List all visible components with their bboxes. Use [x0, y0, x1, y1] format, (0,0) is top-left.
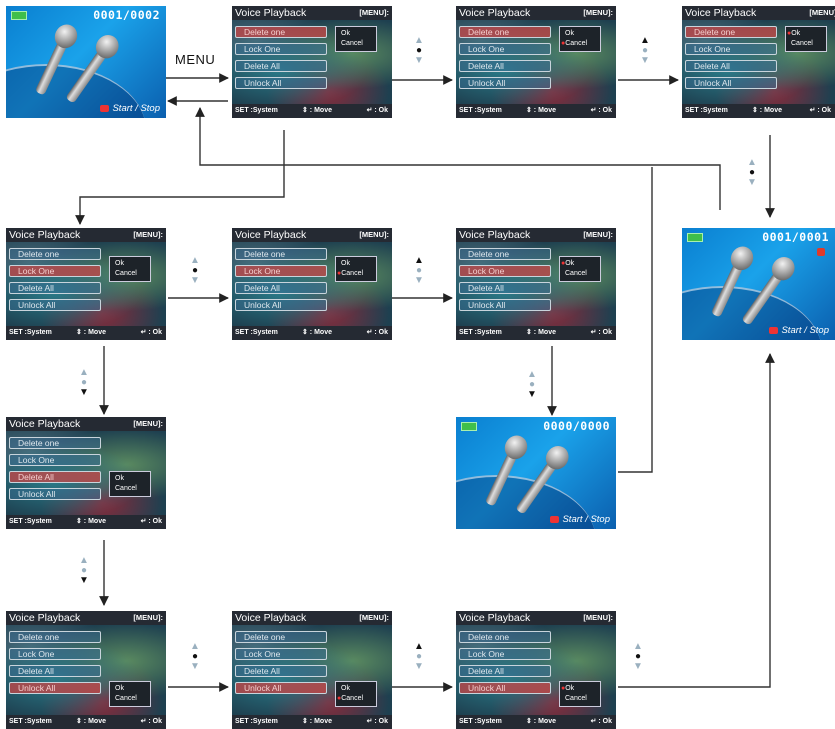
track-counter: 0000/0000 [543, 419, 610, 433]
popup-cancel[interactable]: Cancel [341, 40, 363, 47]
nav-key-indicator: ▲●▼ [190, 641, 200, 672]
playback-screen-start: 0001/0002 Start / Stop [6, 6, 166, 118]
menu-screen-1: Voice Playback [MENU]: Delete one Lock On… [232, 6, 392, 118]
menu-item-lock-one[interactable]: Lock One [685, 43, 777, 55]
menu-item-lock-one[interactable]: Lock One [459, 43, 551, 55]
menu-title: Voice Playback [235, 7, 307, 19]
battery-icon [11, 11, 27, 20]
arrow-to-row2 [75, 130, 285, 225]
record-key-icon [100, 104, 110, 112]
confirm-popup: Ok●Cancel [559, 26, 601, 52]
record-key-icon [769, 326, 779, 334]
menu-screen-5: Voice Playback[MENU]: Delete one Lock On… [232, 228, 392, 340]
menu-screen-9: Voice Playback[MENU]: Delete one Lock On… [232, 611, 392, 729]
menu-item-delete-all[interactable]: Delete All [235, 60, 327, 72]
menu-screen-10: Voice Playback[MENU]: Delete one Lock On… [456, 611, 616, 729]
record-key-icon [550, 515, 560, 523]
nav-key-indicator: ▲●▼ [79, 367, 89, 398]
menu-item-lock-one[interactable]: Lock One [235, 43, 327, 55]
nav-key-indicator: ▲●▼ [633, 641, 643, 672]
menu-item-delete-one[interactable]: Delete one [235, 26, 327, 38]
track-counter: 0001/0001 [762, 230, 829, 244]
nav-key-indicator: ▲●▼ [414, 35, 424, 66]
menu-key-hint: [MENU]: [359, 8, 389, 17]
menu-item-unlock-all[interactable]: Unlock All [685, 77, 777, 89]
popup-ok[interactable]: Ok [341, 30, 350, 37]
nav-key-indicator: ▲●▼ [414, 641, 424, 672]
arrow-empty-return [618, 167, 653, 473]
start-stop-label: Start / Stop [112, 103, 160, 114]
nav-key-indicator: ▲●▼ [747, 157, 757, 188]
menu-screen-7: Voice Playback[MENU]: Delete one Lock On… [6, 417, 166, 529]
nav-key-indicator: ▲●▼ [190, 255, 200, 286]
nav-key-indicator: ▲●▼ [640, 35, 650, 66]
arrow-return [195, 107, 721, 210]
playback-screen-locked: 0001/0001 Start / Stop [682, 228, 835, 340]
playback-screen-empty: 0000/0000 Start / Stop [456, 417, 616, 529]
nav-key-indicator: ▲●▼ [527, 369, 537, 400]
menu-item-delete-one[interactable]: Delete one [459, 26, 551, 38]
nav-key-indicator: ▲●▼ [79, 555, 89, 586]
menu-item-delete-one[interactable]: Delete one [685, 26, 777, 38]
menu-item-unlock-all[interactable]: Unlock All [459, 77, 551, 89]
menu-screen-2: Voice Playback[MENU]: Delete one Lock On… [456, 6, 616, 118]
menu-screen-3: Voice Playback[MENU]: Delete one Lock On… [682, 6, 835, 118]
menu-item-delete-all[interactable]: Delete All [685, 60, 777, 72]
menu-screen-8: Voice Playback[MENU]: Delete one Lock On… [6, 611, 166, 729]
arrow-11 [618, 353, 775, 688]
menu-label: MENU [175, 52, 216, 67]
lock-icon [817, 248, 825, 256]
menu-item-unlock-all[interactable]: Unlock All [235, 77, 327, 89]
battery-icon [687, 233, 703, 242]
menu-screen-6: Voice Playback[MENU]: Delete one Lock On… [456, 228, 616, 340]
menu-item-delete-all[interactable]: Delete All [459, 60, 551, 72]
menu-screen-4: Voice Playback[MENU]: Delete one Lock On… [6, 228, 166, 340]
track-counter: 0001/0002 [93, 8, 160, 22]
battery-icon [461, 422, 477, 431]
nav-key-indicator: ▲●▼ [414, 255, 424, 286]
